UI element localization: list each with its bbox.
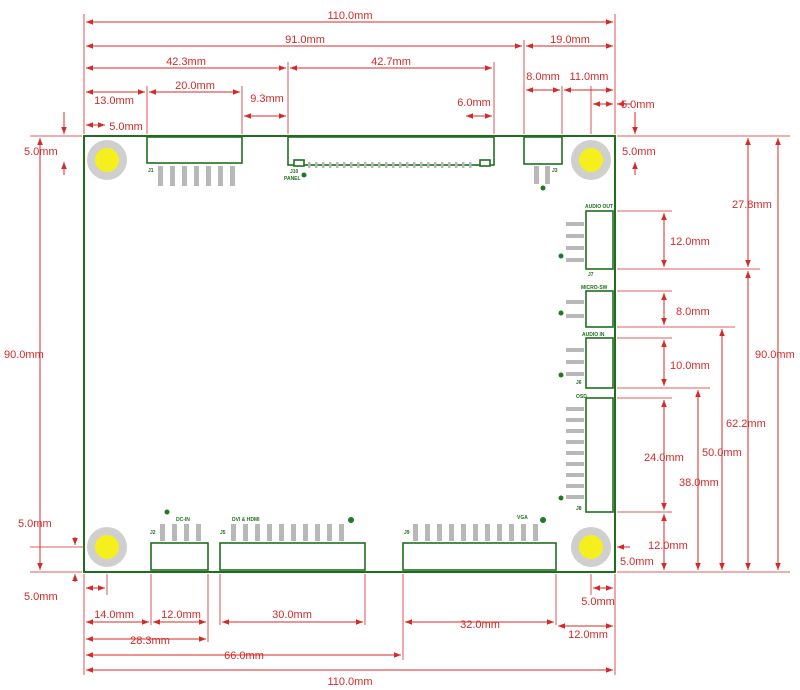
dim-10-audio-in: 10.0mm: [670, 360, 710, 372]
label-osd: OSD: [576, 394, 587, 400]
mount-hole-bottom-right: [571, 527, 611, 567]
dim-overall-width-bottom: 110.0mm: [327, 676, 372, 688]
dim-30: 30.0mm: [272, 609, 312, 621]
dim-left-90: 90.0mm: [4, 349, 44, 361]
label-j1: J1: [148, 168, 154, 174]
label-j9: J9: [404, 530, 410, 536]
dim-12-dcin: 12.0mm: [161, 609, 201, 621]
dim-24-osd: 24.0mm: [644, 452, 684, 464]
label-audio-out: AUDIO OUT: [585, 204, 613, 210]
dim-42-3: 42.3mm: [166, 56, 206, 68]
dim-62-2: 62.2mm: [726, 418, 766, 430]
mount-hole-top-right: [571, 140, 611, 180]
label-j2: J2: [150, 530, 156, 536]
dimension-texts: 110.0mm 91.0mm 19.0mm 42.3mm 42.7mm 8.0m…: [4, 10, 795, 688]
dim-11: 11.0mm: [570, 71, 609, 83]
dim-12-vga: 12.0mm: [568, 629, 608, 641]
label-j8: J8: [576, 506, 582, 512]
label-dc-in: DC-IN: [176, 517, 190, 523]
connector-j6-audio-in: AUDIO IN J6: [558, 332, 614, 389]
dim-5-right-bottom: 5.0mm: [620, 556, 654, 568]
dim-5-top-right: 5.0mm: [621, 99, 655, 111]
label-audio-in: AUDIO IN: [582, 332, 605, 338]
label-vga: VGA: [517, 515, 528, 521]
dim-6: 6.0mm: [457, 97, 491, 109]
connector-j1: J1: [146, 136, 243, 186]
dimension-lines: [37, 19, 781, 673]
dim-left-below-5: 5.0mm: [24, 591, 58, 603]
connector-j3: J3: [523, 136, 563, 191]
connector-j5-dvi-hdmi: J5 DVI & HDMI: [219, 517, 366, 571]
dim-right-90: 90.0mm: [755, 349, 795, 361]
dim-38: 38.0mm: [679, 477, 719, 489]
dim-8-micro: 8.0mm: [676, 306, 710, 318]
label-j5: J5: [220, 530, 226, 536]
connector-j7-audio-out: AUDIO OUT J7: [558, 204, 614, 278]
dim-9-3: 9.3mm: [250, 93, 284, 105]
board-outline: [83, 135, 616, 573]
label-micro-sw: MICRO-SW: [581, 285, 608, 291]
label-j7: J7: [588, 272, 594, 278]
connector-j9-vga: J9 VGA: [402, 515, 557, 571]
dim-12-bottom: 12.0mm: [648, 540, 688, 552]
connector-j2-dc-in: J2 DC-IN: [150, 509, 209, 571]
dim-28-3: 28.3mm: [130, 635, 170, 647]
dim-27-8: 27.8mm: [732, 199, 772, 211]
dim-5-bottom: 5.0mm: [581, 596, 615, 608]
dim-32: 32.0mm: [460, 619, 500, 631]
connector-j10-panel: J10 PANEL: [284, 136, 495, 182]
dim-20: 20.0mm: [175, 80, 215, 92]
dim-overall-width-top: 110.0mm: [327, 10, 372, 22]
dim-66: 66.0mm: [224, 650, 264, 662]
label-j3: J3: [552, 168, 558, 174]
dim-42-7: 42.7mm: [371, 56, 411, 68]
dim-5-top-left: 5.0mm: [109, 121, 143, 133]
dim-12-audio-out: 12.0mm: [670, 236, 710, 248]
dim-5-hole-top-right: 5.0mm: [622, 146, 656, 158]
connector-j8-osd: OSD J8: [558, 394, 614, 513]
dim-left-bottom-5: 5.0mm: [18, 518, 52, 530]
dim-50: 50.0mm: [702, 447, 742, 459]
label-j10: J10: [290, 169, 299, 175]
mount-hole-top-left: [87, 140, 127, 180]
dim-19: 19.0mm: [550, 34, 590, 46]
dim-91: 91.0mm: [285, 34, 325, 46]
label-dvi-hdmi: DVI & HDMI: [232, 517, 260, 523]
connector-micro-sw: MICRO-SW: [558, 285, 614, 328]
label-panel: PANEL: [284, 176, 301, 182]
dim-8: 8.0mm: [526, 71, 560, 83]
label-j6: J6: [576, 380, 582, 386]
dim-5-hole-top-left: 5.0mm: [24, 146, 58, 158]
dim-13: 13.0mm: [94, 95, 134, 107]
dim-14: 14.0mm: [94, 609, 134, 621]
mount-hole-bottom-left: [87, 527, 127, 567]
extension-lines: [30, 14, 790, 675]
